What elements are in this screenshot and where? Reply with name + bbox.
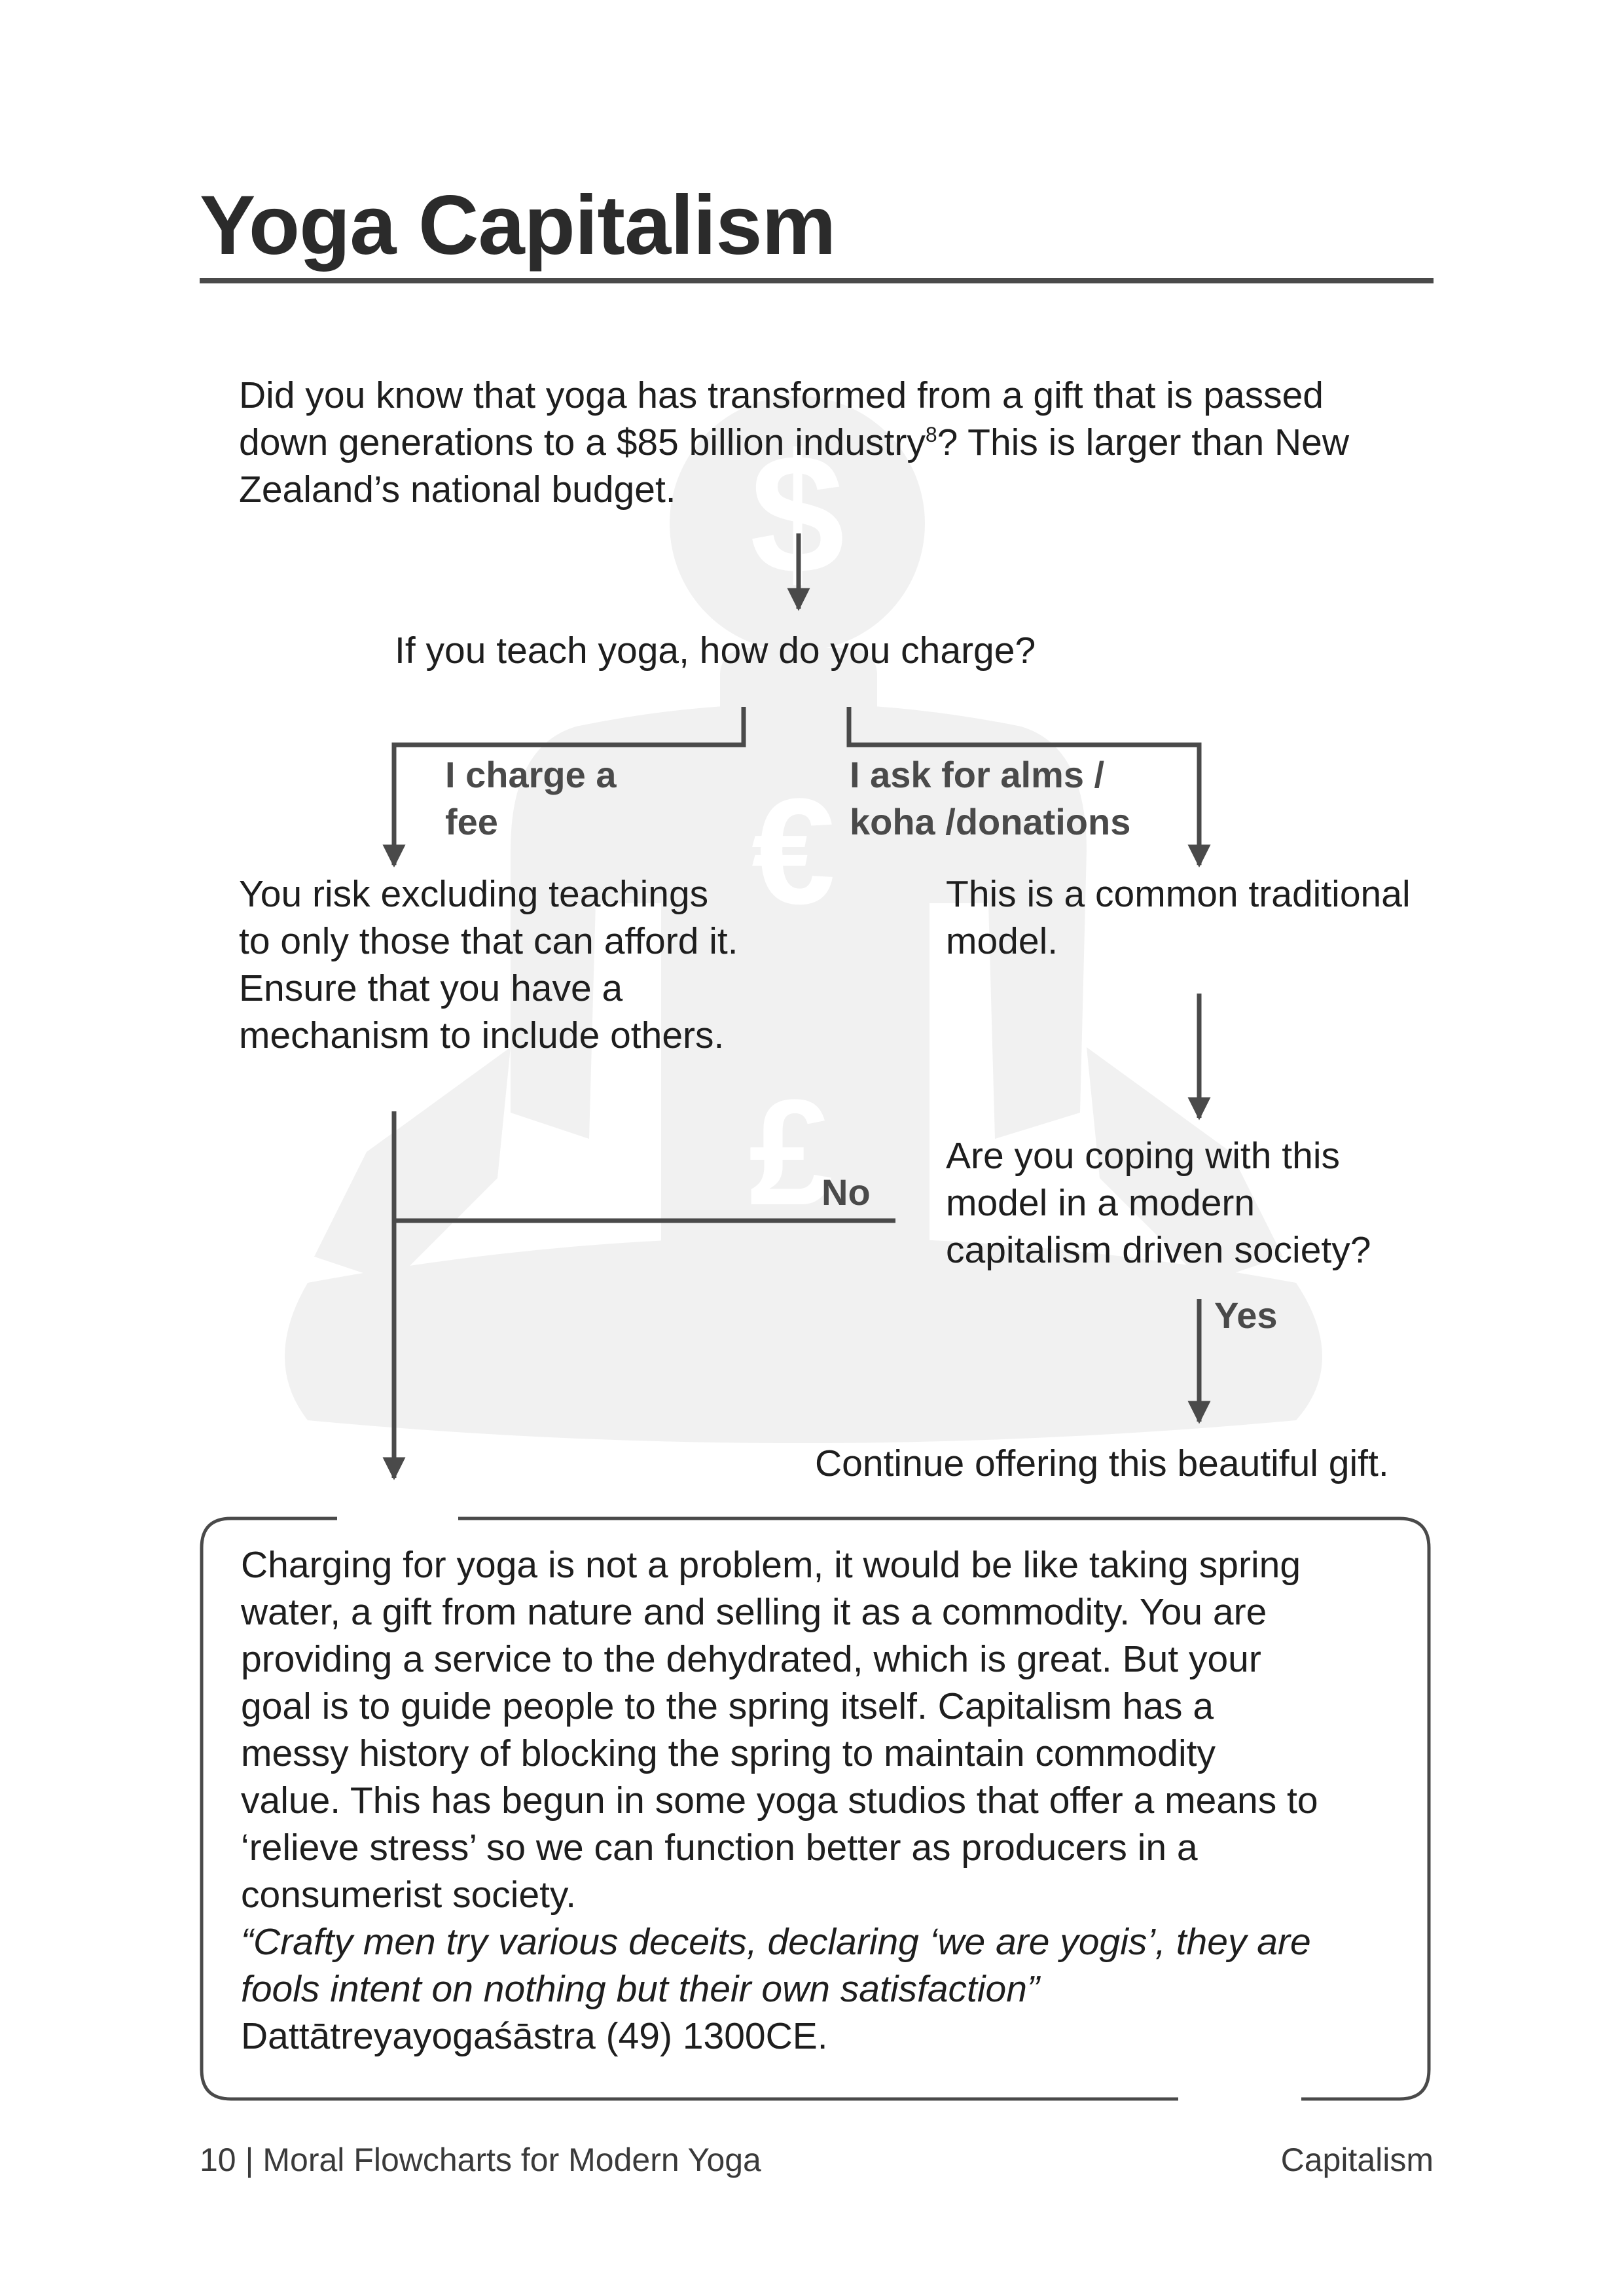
quote-line-1: “Crafty men try various deceits, declari… xyxy=(241,1921,1311,1963)
common-line-1: This is a common traditional xyxy=(946,873,1411,915)
box-line-4: goal is to guide people to the spring it… xyxy=(241,1685,1214,1727)
coping-line-2: model in a modern xyxy=(946,1182,1255,1224)
box-line-8: consumerist society. xyxy=(241,1874,577,1916)
coping-line-1: Are you coping with this xyxy=(946,1135,1340,1177)
pound-symbol: £ xyxy=(749,1068,833,1236)
common-line-2: model. xyxy=(946,920,1058,962)
label-ask-alms: I ask for alms / koha /donations xyxy=(850,751,1130,846)
box-line-5: messy history of blocking the spring to … xyxy=(241,1732,1216,1774)
intro-line-2-end: ? This is larger than New xyxy=(937,422,1350,463)
box-line-1: Charging for yoga is not a problem, it w… xyxy=(241,1544,1301,1586)
intro-line-3: Zealand’s national budget. xyxy=(239,469,676,511)
footer-page-info: 10 | Moral Flowcharts for Modern Yoga xyxy=(200,2142,761,2178)
risk-line-3: Ensure that you have a xyxy=(239,967,623,1009)
coping-line-3: capitalism driven society? xyxy=(946,1229,1371,1271)
question-how-charge: If you teach yoga, how do you charge? xyxy=(395,630,1036,672)
continue-gift-node: Continue offering this beautiful gift. xyxy=(815,1443,1389,1484)
label-charge-fee-line-2: fee xyxy=(445,801,498,842)
page-title: Yoga Capitalism xyxy=(200,179,836,272)
arrow-to-fee xyxy=(382,707,746,868)
intro-paragraph: Did you know that yoga has transformed f… xyxy=(239,372,1456,513)
label-yes: Yes xyxy=(1214,1295,1278,1336)
footer-section-name: Capitalism xyxy=(1280,2142,1434,2178)
risk-line-1: You risk excluding teachings xyxy=(239,873,709,915)
label-no: No xyxy=(821,1172,871,1213)
box-line-3: providing a service to the dehydrated, w… xyxy=(241,1638,1261,1680)
quote-line-2: fools intent on nothing but their own sa… xyxy=(241,1968,1039,2010)
risk-line-2: to only those that can afford it. xyxy=(239,920,738,962)
risk-excluding-node: You risk excluding teachings to only tho… xyxy=(239,870,738,1059)
quote-citation: Dattātreyayogaśāstra (49) 1300CE. xyxy=(241,2015,828,2057)
risk-line-4: mechanism to include others. xyxy=(239,1014,725,1056)
box-line-2: water, a gift from nature and selling it… xyxy=(241,1591,1267,1633)
info-box-text: Charging for yoga is not a problem, it w… xyxy=(241,1541,1419,2060)
arrow-to-alms xyxy=(846,707,1211,868)
coping-question-node: Are you coping with this model in a mode… xyxy=(946,1132,1371,1274)
intro-line-2: down generations to a $85 billion indust… xyxy=(239,422,926,463)
footnote-marker: 8 xyxy=(925,423,937,446)
box-line-7: ‘relieve stress’ so we can function bett… xyxy=(241,1827,1198,1869)
intro-line-1: Did you know that yoga has transformed f… xyxy=(239,374,1324,416)
label-charge-fee: I charge a fee xyxy=(445,751,616,846)
euro-symbol: € xyxy=(751,767,835,935)
label-ask-alms-line-2: koha /donations xyxy=(850,801,1131,842)
box-line-6: value. This has begun in some yoga studi… xyxy=(241,1780,1318,1821)
label-charge-fee-line-1: I charge a xyxy=(445,754,617,795)
label-ask-alms-line-1: I ask for alms / xyxy=(850,754,1105,795)
title-underline xyxy=(200,278,1434,283)
info-box-border xyxy=(200,1516,1431,2101)
common-model-node: This is a common traditional model. xyxy=(946,870,1411,965)
